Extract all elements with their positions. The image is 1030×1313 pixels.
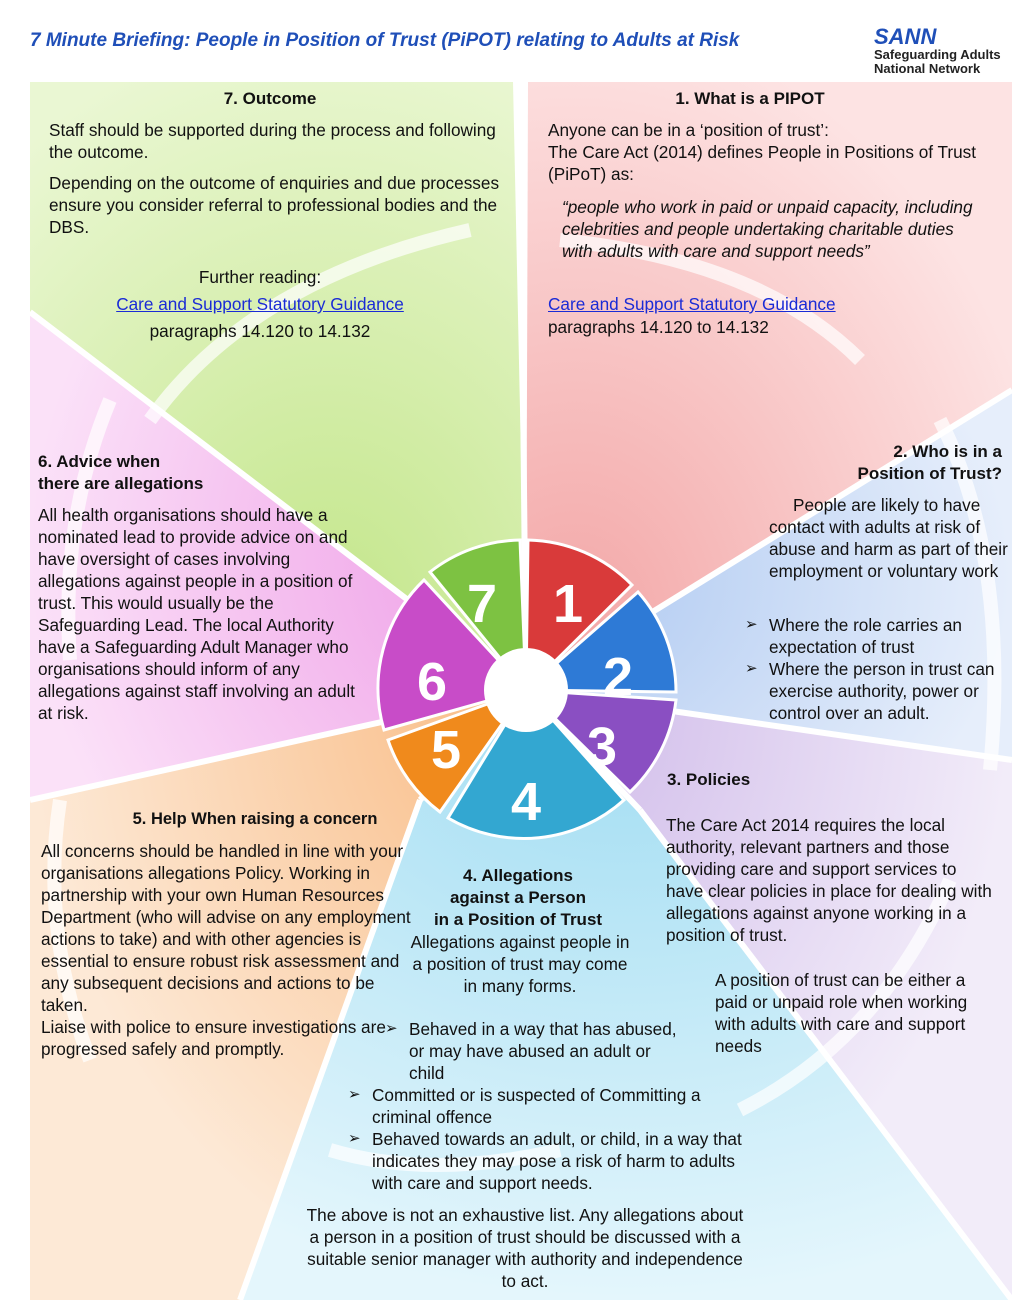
s5-p2: Liaise with police to ensure investigati… (41, 1017, 386, 1059)
logo-name: SANN (874, 24, 937, 49)
s2-heading-line2: Position of Trust? (857, 464, 1003, 483)
wedge-3-purple (526, 690, 1012, 1300)
s4-bullet-1: Behaved in a way that has abused, or may… (385, 1018, 685, 1084)
s4-bullets-rest: Committed or is suspected of Committing … (348, 1084, 748, 1194)
s3-p2: A position of trust can be either a paid… (715, 970, 968, 1056)
hub-segment-7 (427, 538, 528, 695)
hub-number-2: 2 (603, 647, 633, 707)
s1-guidance-link[interactable]: Care and Support Statutory Guidance (548, 294, 836, 314)
s1-body: Anyone can be in a ‘position of trust’: … (548, 119, 988, 185)
s7-p1: Staff should be supported during the pro… (49, 120, 496, 162)
s4-bullet: Committed or is suspected of Committing … (348, 1084, 748, 1128)
s4-heading-line2: against a Person (449, 888, 587, 907)
s3-heading: 3. Policies (667, 770, 751, 789)
s4-heading-line3: in a Position of Trust (433, 910, 603, 929)
s4-heading: 4. Allegations against a Person in a Pos… (404, 865, 632, 931)
hub-number-4: 4 (511, 772, 541, 832)
sann-logo: SANN Safeguarding Adults National Networ… (874, 26, 1014, 76)
s6-heading-line2: there are allegations (38, 474, 204, 493)
s7-further-reading: Further reading: (198, 267, 322, 287)
s2-heading-line1: 2. Who is in a (893, 442, 1002, 461)
hub-number-3: 3 (587, 717, 617, 777)
curved-arrow-icon (736, 877, 957, 1117)
s7-guidance-link[interactable]: Care and Support Statutory Guidance (116, 294, 404, 314)
s6-heading: 6. Advice when there are allegations (38, 451, 298, 495)
s5-heading: 5. Help When raising a concern (132, 810, 378, 828)
s4-bullet: Behaved towards an adult, or child, in a… (348, 1128, 748, 1194)
hub-segment-1 (524, 538, 635, 694)
s1-intro1: Anyone can be in a ‘position of trust’: (548, 120, 829, 140)
s7-paragraph-ref: paragraphs 14.120 to 14.132 (149, 321, 371, 341)
hub-number-7: 7 (467, 574, 497, 634)
s4-intro: Allegations against people in a position… (410, 932, 630, 996)
s1-quote: “people who work in paid or unpaid capac… (562, 197, 973, 261)
page-title: 7 Minute Briefing: People in Position of… (30, 30, 740, 51)
curved-arrow-icon (61, 397, 117, 661)
s4-bullet: Behaved in a way that has abused, or may… (385, 1018, 685, 1084)
s7-body: Staff should be supported during the pro… (49, 119, 511, 238)
hub-number-6: 6 (417, 652, 447, 712)
hub-number-5: 5 (431, 720, 461, 780)
wedge-7-green (30, 82, 526, 690)
s1-heading: 1. What is a PIPOT (675, 89, 825, 108)
hub-segment-3 (522, 688, 678, 795)
s2-intro: People are likely to have contact with a… (769, 495, 1008, 581)
s2-bullet: Where the role carries an expectation of… (745, 614, 1007, 658)
hub-segment-4 (445, 687, 627, 840)
s6-body: All health organisations should have a n… (38, 505, 355, 723)
s2-bullets: Where the role carries an expectation of… (745, 614, 1007, 724)
s6-heading-line1: 6. Advice when (38, 452, 161, 471)
curved-arrow-icon (144, 223, 472, 425)
s2-heading: 2. Who is in a Position of Trust? (780, 441, 1003, 485)
curved-arrow-icon (47, 798, 97, 1063)
hub-number-1: 1 (553, 574, 583, 634)
wedge-1-red (526, 82, 1012, 690)
logo-sub1: Safeguarding Adults (874, 47, 1001, 62)
s7-heading: 7. Outcome (223, 89, 317, 108)
curved-arrow-icon (559, 233, 865, 365)
s2-bullet: Where the person in trust can exercise a… (745, 658, 1007, 724)
s1-intro2: The Care Act (2014) defines People in Po… (548, 142, 977, 184)
s7-p2: Depending on the outcome of enquiries an… (49, 173, 500, 237)
s1-paragraph-ref: paragraphs 14.120 to 14.132 (548, 317, 769, 337)
hub-center (484, 648, 568, 732)
hub-segment-2 (522, 589, 678, 694)
s3-p1: The Care Act 2014 requires the local aut… (666, 815, 992, 945)
s4-footer: The above is not an exhaustive list. Any… (306, 1205, 744, 1291)
hub-segment-5 (386, 686, 530, 815)
s5-body: All concerns should be handled in line w… (41, 840, 413, 1060)
logo-sub2: National Network (874, 61, 981, 76)
s5-p1: All concerns should be handled in line w… (41, 841, 411, 1015)
s4-heading-line1: 4. Allegations (463, 866, 573, 885)
